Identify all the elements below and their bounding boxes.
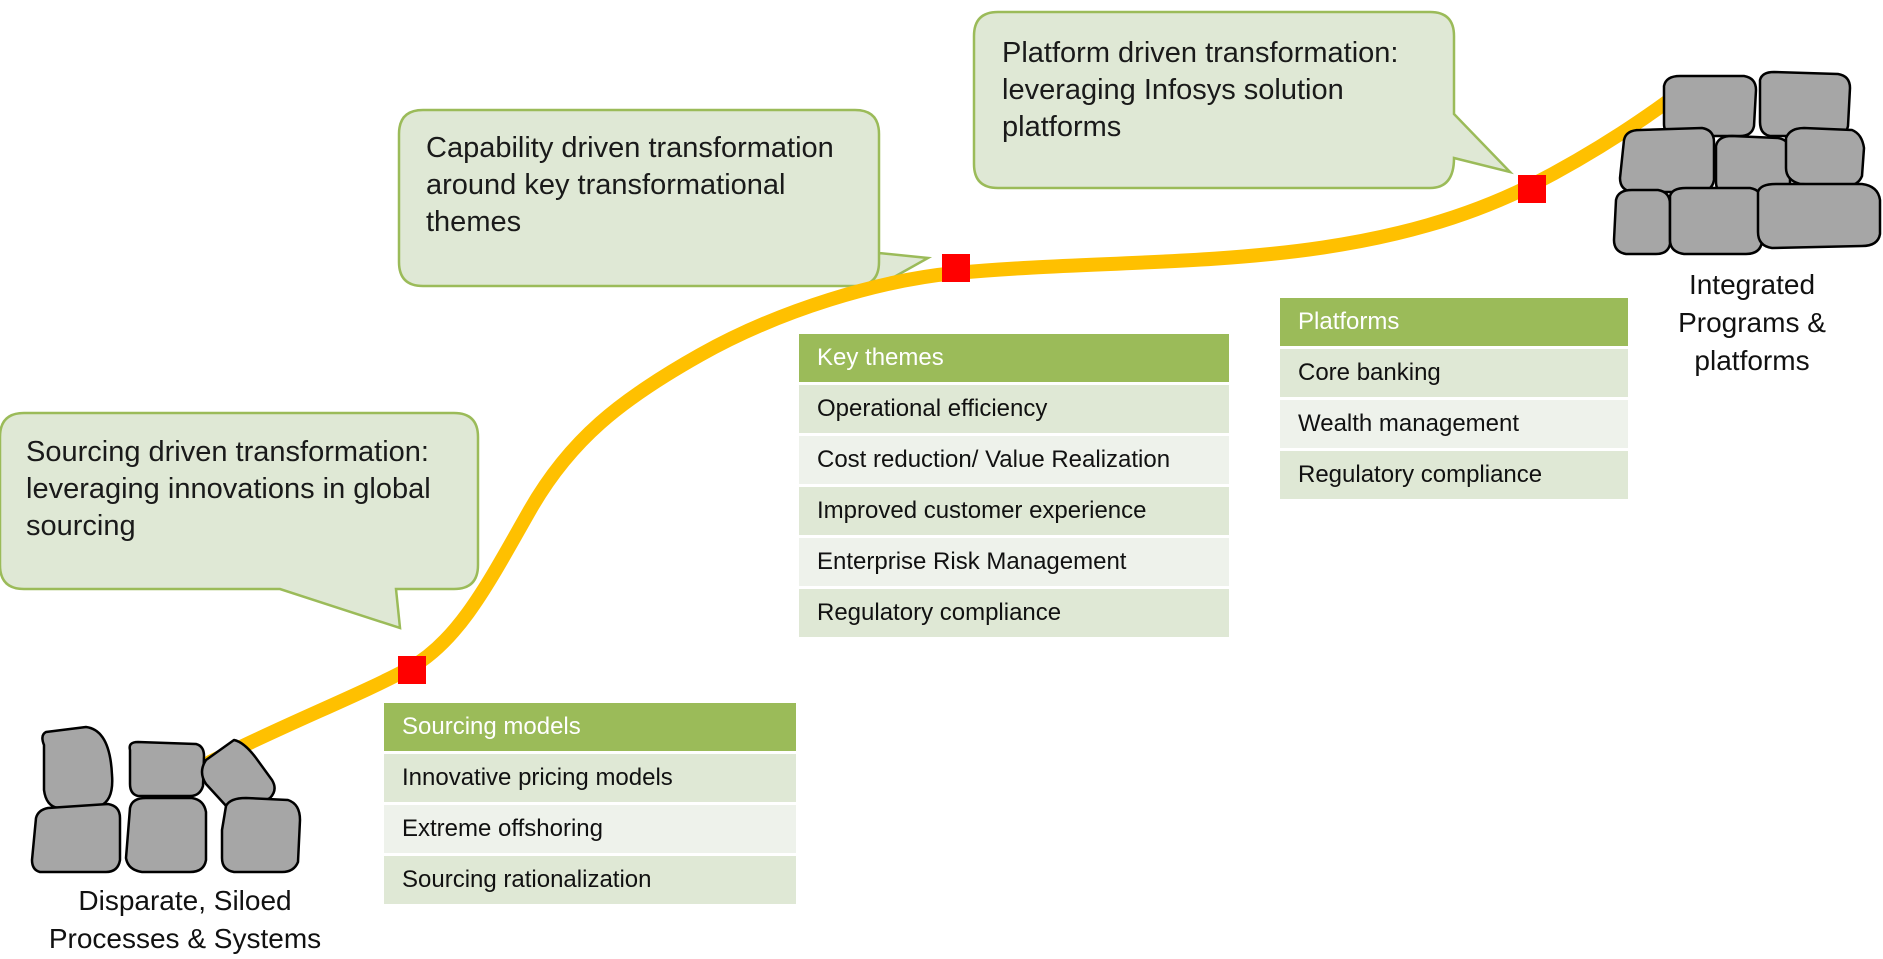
table-row: Extreme offshoring (384, 805, 796, 853)
stone-pile-disparate-icon (30, 725, 302, 874)
callout-bubble-platform (972, 10, 1514, 190)
table-row: Sourcing rationalization (384, 856, 796, 904)
caption-integrated-platforms: Integrated Programs & platforms (1678, 269, 1826, 376)
callout-bubble-sourcing (0, 411, 480, 630)
table-header: Sourcing models (384, 703, 796, 751)
callout-sourcing-text: Sourcing driven transformation: leveragi… (26, 436, 431, 542)
sourcing-models-table: Sourcing models Innovative pricing model… (384, 703, 796, 904)
table-row: Enterprise Risk Management (799, 538, 1229, 586)
table-row: Improved customer experience (799, 487, 1229, 535)
callout-platform-text: Platform driven transformation: leveragi… (1002, 37, 1399, 143)
milestone-marker-capability (942, 254, 970, 282)
milestone-marker-sourcing (398, 656, 426, 684)
table-row: Core banking (1280, 349, 1628, 397)
table-row: Cost reduction/ Value Realization (799, 436, 1229, 484)
key-themes-table: Key themes Operational efficiency Cost r… (799, 334, 1229, 637)
table-row: Regulatory compliance (1280, 451, 1628, 499)
callout-bubble-capability (397, 108, 933, 288)
table-row: Regulatory compliance (799, 589, 1229, 637)
milestone-marker-platform (1518, 175, 1546, 203)
callout-capability-text: Capability driven transformation around … (426, 132, 834, 238)
table-header: Key themes (799, 334, 1229, 382)
platforms-table: Platforms Core banking Wealth management… (1280, 298, 1628, 499)
table-row: Innovative pricing models (384, 754, 796, 802)
table-row: Operational efficiency (799, 385, 1229, 433)
stone-pile-integrated-icon (1612, 70, 1882, 256)
table-header: Platforms (1280, 298, 1628, 346)
table-row: Wealth management (1280, 400, 1628, 448)
caption-disparate-systems: Disparate, Siloed Processes & Systems (48, 885, 322, 954)
